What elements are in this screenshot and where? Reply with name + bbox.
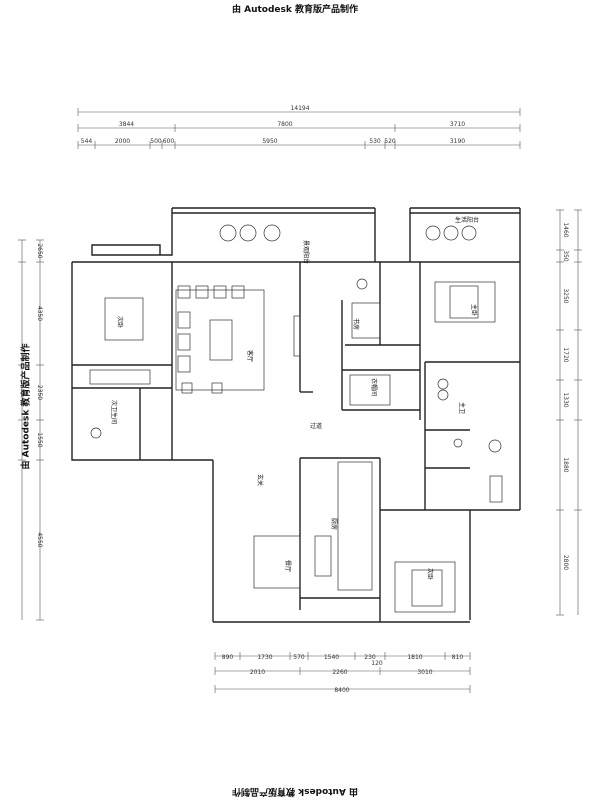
dim-bottom-row1: 230	[364, 654, 376, 661]
dim-top-row2: 7800	[277, 121, 292, 128]
watermark-top: 由 Autodesk 教育版产品制作	[232, 5, 359, 15]
room-corridor: 过道	[310, 422, 322, 430]
room-dining: 餐厅	[284, 560, 292, 572]
dim-bottom-row1: 1730	[257, 654, 272, 661]
dim-right: 1880	[562, 457, 569, 472]
walls	[71, 207, 521, 623]
dim-top-row3: 544	[81, 138, 93, 145]
dim-bottom-row1: 1540	[324, 654, 339, 661]
dim-right: 350	[562, 250, 569, 262]
dim-left: 2650	[36, 243, 43, 258]
dim-left: 1550	[36, 432, 43, 447]
room-second-bath: 次卫生间	[110, 400, 118, 424]
dim-bottom-row2: 3010	[417, 669, 432, 676]
dim-top-overall: 14194	[290, 105, 309, 112]
room-balcony: 景观阳台	[302, 240, 310, 264]
dim-bottom-row1: 810	[452, 654, 464, 661]
dim-top-row3: 500	[150, 138, 162, 145]
dim-right: 1460	[562, 222, 569, 237]
dim-bottom-row1: 890	[222, 654, 234, 661]
dimensions-top	[78, 111, 520, 146]
room-study: 书房	[352, 318, 360, 330]
dim-left: 2350	[36, 385, 43, 400]
dim-left: 4350	[36, 306, 43, 321]
dim-bottom-row1: 570	[293, 654, 305, 661]
room-kitchen: 厨房	[330, 518, 338, 530]
dim-top-row3: 3190	[450, 138, 465, 145]
room-master-bath: 主卫	[458, 402, 466, 414]
dim-top-row2: 3844	[119, 121, 134, 128]
room-cloak: 衣帽间	[370, 378, 378, 396]
dim-right: 2800	[562, 555, 569, 570]
room-balcony-right: 生活阳台	[455, 216, 479, 224]
dim-left: 4550	[36, 532, 43, 547]
dim-right: 1720	[562, 347, 569, 362]
dim-top-row3: 600	[163, 138, 175, 145]
room-living: 客厅	[246, 350, 254, 362]
dim-top-row2: 3710	[450, 121, 465, 128]
dim-bottom-row2: 2010	[250, 669, 265, 676]
dim-top-row3: 530	[369, 138, 381, 145]
room-master: 主卧	[470, 304, 478, 316]
dim-bottom-row2: 2260	[332, 669, 347, 676]
dim-top-row3: 2000	[115, 138, 130, 145]
room-entry: 玄关	[256, 474, 264, 486]
dim-bottom-row1: 1810	[407, 654, 422, 661]
dim-right: 1330	[562, 392, 569, 407]
dim-bottom-extra: 120	[371, 660, 383, 667]
dim-top-row3: 520	[384, 138, 396, 145]
dimensions-sides	[21, 210, 579, 620]
dim-bottom-overall: 8400	[334, 687, 349, 694]
room-bedroom3: 次卧	[426, 568, 434, 580]
room-second: 次卧	[116, 316, 124, 328]
dimensions-bottom	[215, 655, 470, 690]
dim-right: 3250	[562, 288, 569, 303]
dim-top-row3: 5950	[262, 138, 277, 145]
furniture	[89, 224, 503, 613]
